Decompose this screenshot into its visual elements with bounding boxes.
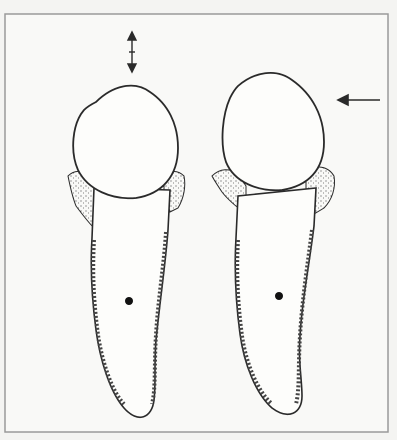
figure-frame bbox=[5, 14, 388, 432]
right-tooth-center-dot bbox=[275, 292, 283, 300]
vertical-double-arrow-icon bbox=[128, 32, 136, 72]
left-tooth-center-dot bbox=[125, 297, 133, 305]
